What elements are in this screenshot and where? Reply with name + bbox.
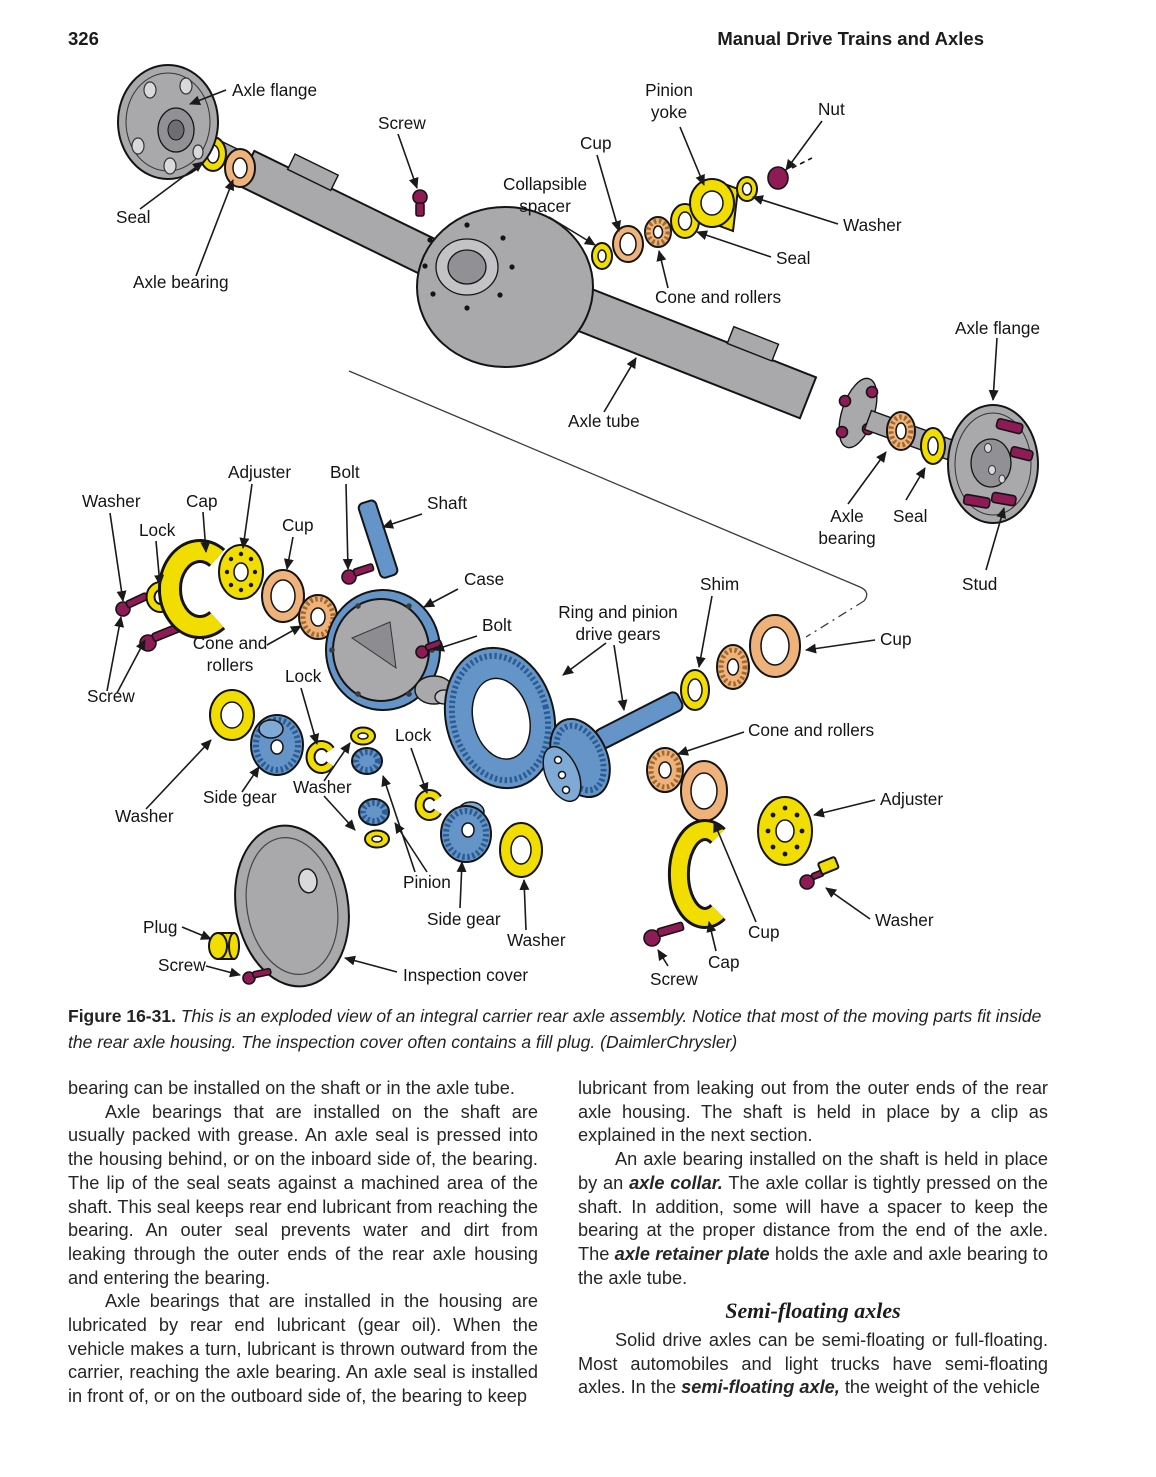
label-axle-tube: Axle tube <box>568 411 640 431</box>
body-column-right: lubricant from leaking out from the oute… <box>578 1077 1048 1400</box>
label-cup-top: Cup <box>580 133 612 153</box>
label-seal-top: Seal <box>776 248 810 268</box>
label-stud: Stud <box>962 574 997 594</box>
label-lock-left: Lock <box>139 520 176 540</box>
label-cone-rollers-top: Cone and rollers <box>655 287 781 307</box>
ring-gear <box>443 646 557 790</box>
adjuster-holes <box>765 805 805 857</box>
label-adjuster-right: Adjuster <box>880 789 943 809</box>
label-lock-mid-lower: Lock <box>395 725 432 745</box>
label-washer-top: Washer <box>843 215 902 235</box>
text-run: holds the axle and axle bearing to the a… <box>578 1243 1048 1288</box>
label-washer-right: Washer <box>875 910 934 930</box>
paragraph-continued: lubricant from leaking out from the oute… <box>578 1078 1048 1146</box>
section-heading-semi-floating-axles: Semi-floating axles <box>725 1298 901 1324</box>
side-gear-cluster <box>209 689 543 878</box>
figure-16-31-diagram: Axle flange Screw Cup Collapsiblespacer … <box>82 64 1040 989</box>
paragraph: An axle bearing installed on the shaft i… <box>578 1148 1048 1290</box>
label-shaft: Shaft <box>427 493 467 513</box>
inspection-cover-group <box>208 824 350 988</box>
label-axle-flange-right: Axle flange <box>955 318 1040 338</box>
label-cap-bottom-right: Cap <box>708 952 740 972</box>
left-axle-flange-group <box>117 64 256 188</box>
term-axle-retainer-plate: axle retainer plate <box>614 1243 770 1264</box>
text-run: the weight of the vehicle <box>839 1377 1040 1398</box>
label-case: Case <box>464 569 504 589</box>
page-number: 326 <box>68 28 99 49</box>
label-inspection-cover: Inspection cover <box>403 965 528 985</box>
leader-arrows <box>106 89 1007 978</box>
figure-caption-text: This is an exploded view of an integral … <box>68 1006 1042 1052</box>
label-screw-top: Screw <box>378 113 426 133</box>
paragraph-continued: bearing can be installed on the shaft or… <box>68 1078 515 1098</box>
wheel-studs <box>962 417 1034 509</box>
label-cap-left: Cap <box>186 491 218 511</box>
label-cup-bottom-right: Cup <box>748 922 780 942</box>
term-axle-collar: axle collar. <box>629 1172 723 1193</box>
flange-holes <box>131 77 204 175</box>
label-lock-mid-upper: Lock <box>285 666 322 686</box>
label-bolt-shaft: Bolt <box>330 462 360 482</box>
body-column-left: bearing can be installed on the shaft or… <box>68 1077 538 1409</box>
label-washer-far-left: Washer <box>115 806 174 826</box>
pointer-lines <box>348 370 868 638</box>
text-run: Solid drive axles can be semi-floating o… <box>578 1330 1048 1398</box>
label-seal-right: Seal <box>893 506 927 526</box>
label-screw-bottom-right: Screw <box>650 969 698 989</box>
label-screw-left: Screw <box>87 686 135 706</box>
paragraph: Solid drive axles can be semi-floating o… <box>578 1329 1048 1400</box>
paragraph: Axle bearings that are installed in the … <box>68 1291 538 1407</box>
label-plug: Plug <box>143 917 177 937</box>
right-axle-flange-group <box>886 404 1039 524</box>
label-cup-right: Cup <box>880 629 912 649</box>
label-nut: Nut <box>818 99 845 119</box>
running-head: Manual Drive Trains and Axles <box>717 28 984 49</box>
paragraph: Axle bearings that are installed on the … <box>68 1101 538 1288</box>
label-adjuster-left: Adjuster <box>228 462 291 482</box>
label-cone-rollers-right: Cone and rollers <box>748 720 874 740</box>
pinion-bearing-row <box>412 157 813 270</box>
figure-caption: Figure 16-31. This is an exploded view o… <box>68 1004 1050 1056</box>
label-washer-left: Washer <box>82 491 141 511</box>
label-bolt-case: Bolt <box>482 615 512 635</box>
pinion-bearing-stack <box>680 614 801 711</box>
differential-case <box>325 589 454 711</box>
housing-bolt-holes <box>422 222 515 311</box>
label-side-gear-left: Side gear <box>203 787 277 807</box>
flange-holes <box>984 443 1006 484</box>
label-cup-left: Cup <box>282 515 314 535</box>
label-axle-flange-left: Axle flange <box>232 80 317 100</box>
label-pinion: Pinion <box>403 872 451 892</box>
term-semi-floating-axle: semi-floating axle, <box>681 1377 840 1398</box>
drive-pinion <box>542 691 684 803</box>
label-seal-left: Seal <box>116 207 150 227</box>
top-screw <box>412 189 428 217</box>
left-bearing-cap-cluster <box>115 499 399 652</box>
figure-caption-label: Figure 16-31. <box>68 1006 176 1026</box>
label-screw-bottom-left: Screw <box>158 955 206 975</box>
label-side-gear-right: Side gear <box>427 909 501 929</box>
label-shim: Shim <box>700 574 739 594</box>
right-bearing-cluster <box>643 747 840 947</box>
adjuster-holes <box>224 551 258 593</box>
text-run: An axle bearing installed on the shaft i… <box>578 1149 1048 1193</box>
label-washer-bottom-mid: Washer <box>507 930 566 950</box>
axle-housing <box>190 130 956 461</box>
differential-internals <box>115 499 840 988</box>
label-washer-pinion: Washer <box>293 777 352 797</box>
label-axle-bearing-left: Axle bearing <box>133 272 229 292</box>
text-run: The axle collar is tightly pressed on th… <box>578 1172 1049 1264</box>
